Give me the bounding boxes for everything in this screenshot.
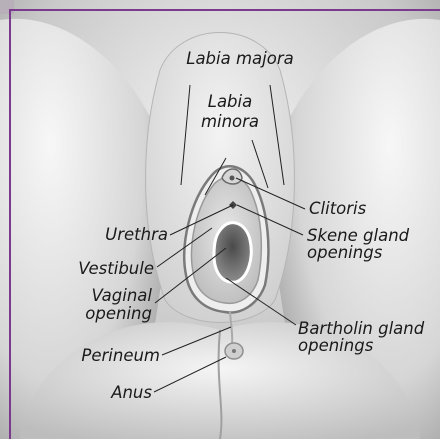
label-perineum: Perineum xyxy=(40,347,160,364)
label-bartholin-line2: openings xyxy=(298,337,373,354)
label-vestibule: Vestibule xyxy=(50,260,154,277)
label-vaginal-line1: Vaginal xyxy=(70,287,152,304)
label-bartholin-line1: Bartholin gland xyxy=(298,320,424,337)
label-clitoris: Clitoris xyxy=(309,200,366,217)
label-labia-minora-line2: minora xyxy=(195,113,265,130)
clitoris-glans xyxy=(230,176,235,181)
corner-strip xyxy=(0,0,14,14)
label-skene-line1: Skene gland xyxy=(307,227,409,244)
label-anus: Anus xyxy=(80,384,152,401)
label-urethra: Urethra xyxy=(60,226,168,243)
anus-center xyxy=(232,349,236,353)
label-vaginal-line2: opening xyxy=(70,305,152,322)
label-labia-majora: Labia majora xyxy=(170,50,310,67)
label-skene-line2: openings xyxy=(307,244,382,261)
label-labia-minora-line1: Labia xyxy=(200,93,260,110)
